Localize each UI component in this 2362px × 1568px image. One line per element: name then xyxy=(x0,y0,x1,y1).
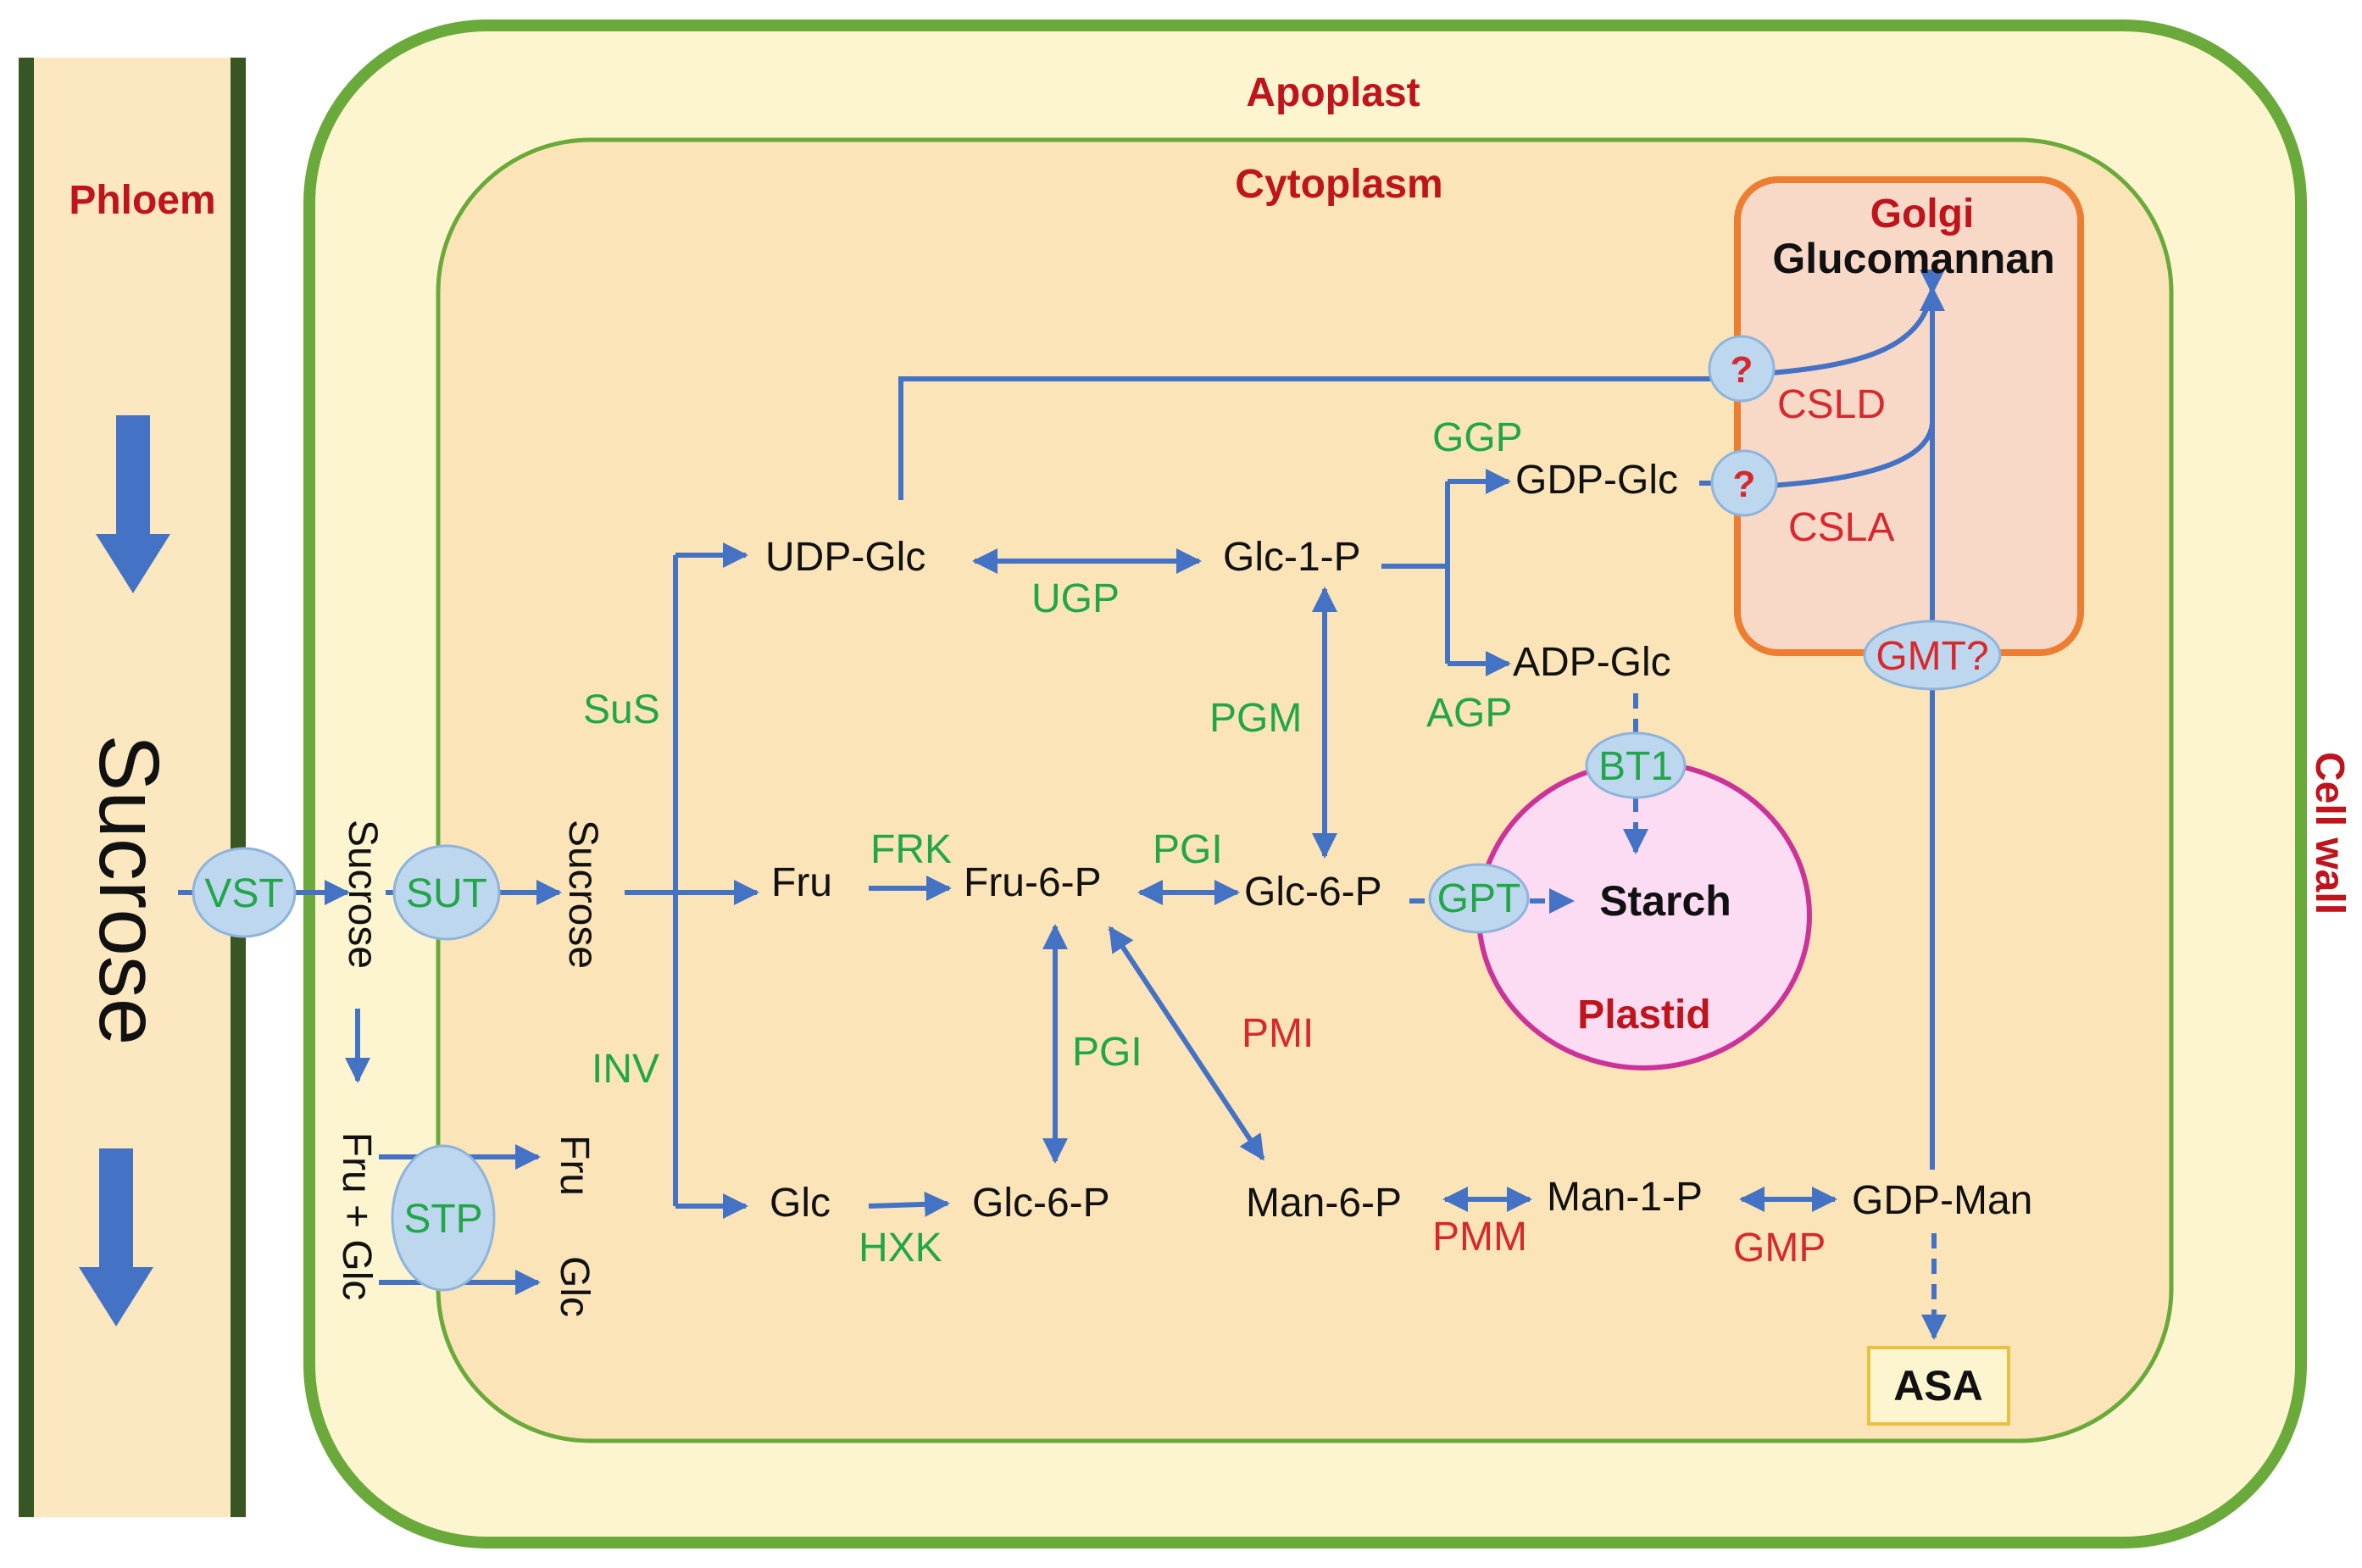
vst-transporter: VST xyxy=(192,847,297,938)
unknown-transporter-udp-glc: ? xyxy=(1708,335,1776,403)
gpt-transporter: GPT xyxy=(1428,863,1530,934)
metabolite-sucrose-apoplast: Sucrose xyxy=(340,820,385,969)
enzyme-csld: CSLD xyxy=(1777,382,1886,427)
arrow-fru-6-p-man-6-p xyxy=(1108,926,1265,1161)
asa-box xyxy=(1867,1346,2010,1426)
label-apoplast: Apoplast xyxy=(1246,70,1420,115)
metabolite-sucrose-cytoplasm: Sucrose xyxy=(560,820,605,969)
enzyme-gmp: GMP xyxy=(1733,1226,1826,1271)
metabolite-glc-1-p: Glc-1-P xyxy=(1223,535,1361,580)
svg-text:VST: VST xyxy=(204,871,283,916)
label-glucomannan: Glucomannan xyxy=(1772,235,2054,282)
metabolite-fru-glc-apoplast: Fru + Glc xyxy=(334,1132,379,1301)
metabolite-glc-6-p-bottom: Glc-6-P xyxy=(972,1181,1110,1226)
enzyme-pgi-horizontal: PGI xyxy=(1153,827,1223,872)
phloem-right-wall xyxy=(231,58,246,1517)
svg-text:BT1: BT1 xyxy=(1598,744,1673,789)
label-cytoplasm: Cytoplasm xyxy=(1235,162,1442,207)
svg-text:SUT: SUT xyxy=(406,871,487,916)
enzyme-pmi: PMI xyxy=(1242,1011,1314,1056)
enzyme-ugp: UGP xyxy=(1031,576,1120,621)
metabolite-gdp-glc: GDP-Glc xyxy=(1515,458,1678,503)
arrow-glc-to-glc-6-p xyxy=(868,1191,950,1217)
svg-text:?: ? xyxy=(1731,349,1753,391)
metabolite-man-1-p: Man-1-P xyxy=(1547,1175,1703,1220)
label-plastid: Plastid xyxy=(1577,993,1710,1037)
label-phloem: Phloem xyxy=(69,178,215,223)
svg-text:STP: STP xyxy=(403,1197,482,1242)
sut-transporter: SUT xyxy=(392,844,501,941)
enzyme-pgm: PGM xyxy=(1209,696,1302,741)
metabolite-fru-6-p: Fru-6-P xyxy=(964,860,1102,905)
arrow-csla-to-glucomannan xyxy=(1770,423,1935,488)
metabolite-udp-glc: UDP-Glc xyxy=(765,535,925,580)
label-cell-wall: Cell wall xyxy=(2307,752,2352,915)
metabolite-glc: Glc xyxy=(770,1181,831,1226)
bt1-transporter: BT1 xyxy=(1585,731,1687,799)
gmt-transporter: GMT? xyxy=(1863,620,2002,691)
enzyme-ggp: GGP xyxy=(1432,415,1523,460)
enzyme-inv: INV xyxy=(592,1047,659,1092)
arrow-udp-glc-to-csld xyxy=(898,376,1712,500)
metabolite-glc-transported: Glc xyxy=(552,1256,597,1317)
svg-text:GMT?: GMT? xyxy=(1876,634,1988,679)
metabolite-adp-glc: ADP-Glc xyxy=(1513,640,1671,685)
metabolite-gdp-man: GDP-Man xyxy=(1852,1178,2032,1223)
enzyme-pmm: PMM xyxy=(1432,1215,1527,1259)
enzyme-csla: CSLA xyxy=(1788,505,1894,550)
unknown-transporter-gdp-glc: ? xyxy=(1710,449,1778,517)
label-starch: Starch xyxy=(1599,877,1731,925)
stp-transporter: STP xyxy=(391,1144,496,1292)
label-asa: ASA xyxy=(1893,1362,1983,1410)
svg-text:GPT: GPT xyxy=(1437,876,1521,921)
metabolite-man-6-p: Man-6-P xyxy=(1246,1181,1402,1226)
enzyme-sus: SuS xyxy=(583,687,660,732)
metabolite-fru-transported: Fru xyxy=(552,1135,597,1196)
enzyme-frk: FRK xyxy=(870,827,952,872)
metabolite-glc-6-p-top: Glc-6-P xyxy=(1244,870,1382,915)
phloem-flow-arrow-lower xyxy=(79,1148,153,1326)
metabolite-sucrose-phloem: Sucrose xyxy=(81,735,176,1046)
phloem-flow-arrow-upper xyxy=(96,415,170,593)
label-golgi: Golgi xyxy=(1870,192,1975,236)
enzyme-agp: AGP xyxy=(1426,691,1512,736)
enzyme-pgi-vertical: PGI xyxy=(1072,1030,1142,1075)
svg-text:?: ? xyxy=(1733,464,1756,505)
phloem-left-wall xyxy=(19,58,34,1517)
enzyme-hxk: HXK xyxy=(859,1226,942,1271)
line-glc-1-p-branch xyxy=(1381,481,1450,664)
metabolite-fru: Fru xyxy=(771,860,832,905)
